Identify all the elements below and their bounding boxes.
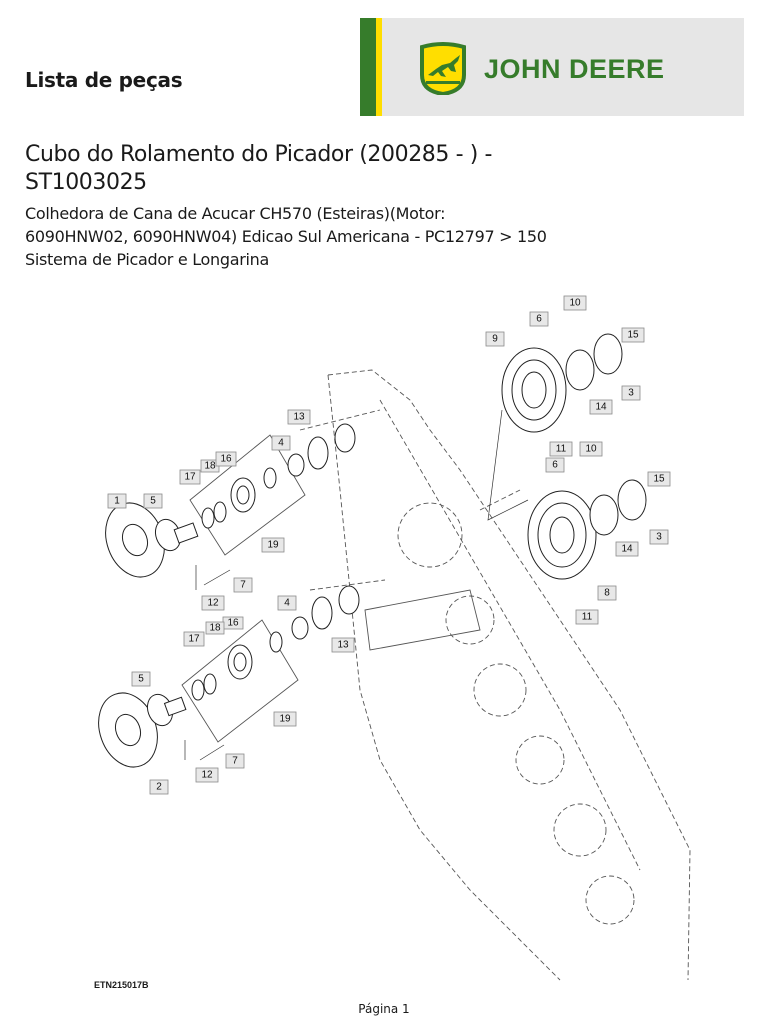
callout-13a: 13 [287,409,311,425]
group-box-lower [181,619,299,743]
callout-label: 7 [240,580,246,591]
callout-2: 2 [149,779,169,795]
document-subtitle-line3: Sistema de Picador e Longarina [25,250,269,269]
callout-label: 12 [207,598,219,609]
document-subtitle: Colhedora de Cana de Acucar CH570 (Estei… [25,202,625,271]
callout-label: 14 [621,544,633,555]
callout-18b: 18 [205,621,225,635]
group-box-upper [189,434,306,556]
callout-label: 12 [201,770,213,781]
callout-label: 7 [232,756,238,767]
callout-9: 9 [485,331,505,347]
callout-10b: 10 [579,441,603,457]
callout-14b: 14 [615,541,639,557]
upper-hub-assembly [105,423,356,590]
brand-name-first: JOHN [484,54,562,84]
document-title: Cubo do Rolamento do Picador (200285 - )… [25,141,585,197]
brand-name-second: DEERE [569,54,665,84]
callout-19b: 19 [273,711,297,727]
callout-label: 5 [138,674,144,685]
callout-11a: 11 [549,441,573,457]
callout-3b: 3 [649,529,669,545]
callout-5a: 5 [143,493,163,509]
callout-label: 18 [209,623,221,634]
callout-label: 3 [628,388,634,399]
callout-label: 13 [293,412,305,423]
callout-label: 2 [156,782,162,793]
callout-label: 8 [604,588,610,599]
callout-17a: 17 [179,469,201,485]
brand-logo-band: JOHN DEERE [360,18,744,116]
callout-label: 6 [536,314,542,325]
document-title-line1: Cubo do Rolamento do Picador (200285 - )… [25,142,493,167]
callout-5b: 5 [131,671,151,687]
callout-label: 16 [220,454,232,465]
document-subtitle-line1: Colhedora de Cana de Acucar CH570 (Estei… [25,204,446,223]
callout-16b: 16 [222,616,244,630]
callout-label: 11 [582,612,593,623]
callout-4b: 4 [277,595,297,611]
callout-label: 10 [585,444,597,455]
leaping-deer-logo-icon [420,42,466,95]
callout-label: 4 [278,438,284,449]
frame-outline [299,369,691,981]
callout-label: 4 [284,598,290,609]
callout-7a: 7 [233,577,253,593]
document-subtitle-line2: 6090HNW02, 6090HNW04) Edicao Sul America… [25,227,547,246]
callout-7b: 7 [225,753,245,769]
callout-label: 17 [188,634,200,645]
callout-4a: 4 [271,435,291,451]
figure-id: ETN215017B [94,980,149,990]
callout-12a: 12 [201,595,225,611]
callout-13b: 13 [331,637,355,653]
section-title: Lista de peças [25,68,183,92]
callout-19a: 19 [261,537,285,553]
brand-name: JOHN DEERE [484,54,665,85]
callout-label: 1 [114,496,120,507]
callout-8: 8 [597,585,617,601]
callout-15a: 15 [621,327,645,343]
callout-label: 15 [653,474,665,485]
callout-1: 1 [107,493,127,509]
callout-label: 11 [556,444,567,455]
callout-17b: 17 [183,631,205,647]
callout-label: 16 [227,618,239,629]
lower-hub-assembly [98,585,360,768]
callout-6a: 6 [529,311,549,327]
callout-11b: 11 [575,609,599,625]
brand-stripe-yellow [376,18,382,116]
callout-10a: 10 [563,295,587,311]
callout-label: 3 [656,532,662,543]
callout-label: 6 [552,460,558,471]
callout-label: 9 [492,334,498,345]
brand-stripe-green [360,18,376,116]
callout-label: 13 [337,640,349,651]
callout-label: 19 [267,540,279,551]
callout-6b: 6 [545,457,565,473]
callout-label: 10 [569,298,581,309]
callout-label: 18 [204,461,216,472]
page-number: Página 1 [358,1002,410,1016]
callout-label: 14 [595,402,607,413]
callout-label: 15 [627,330,639,341]
callout-12b: 12 [195,767,219,783]
callout-label: 5 [150,496,156,507]
callout-15b: 15 [647,471,671,487]
exploded-parts-diagram: 10 6 15 9 3 14 13 4 11 10 6 18 16 15 17 … [98,295,691,981]
callout-label: 19 [279,714,291,725]
callout-16a: 16 [215,451,237,467]
right-flange-assemblies [487,333,647,580]
callout-3a: 3 [621,385,641,401]
callout-label: 17 [184,472,196,483]
callout-14a: 14 [589,399,613,415]
document-title-line2: ST1003025 [25,170,147,195]
